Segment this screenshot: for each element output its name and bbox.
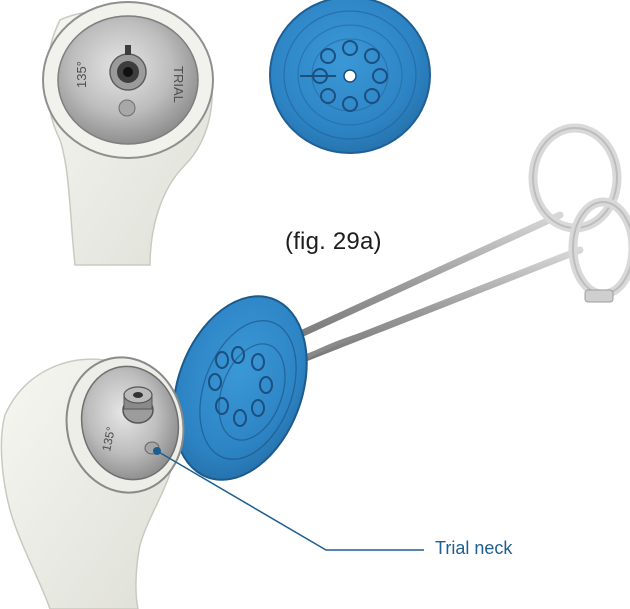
trial-neck-label: Trial neck [435, 538, 512, 559]
svg-text:TRIAL: TRIAL [171, 66, 186, 103]
trial-disc-faceon [270, 0, 430, 153]
figure-caption: (fig. 29a) [285, 228, 382, 256]
svg-text:135°: 135° [74, 61, 89, 88]
trial-neck-faceon: 135° TRIAL [43, 2, 213, 158]
trial-disc-angled [149, 278, 331, 499]
